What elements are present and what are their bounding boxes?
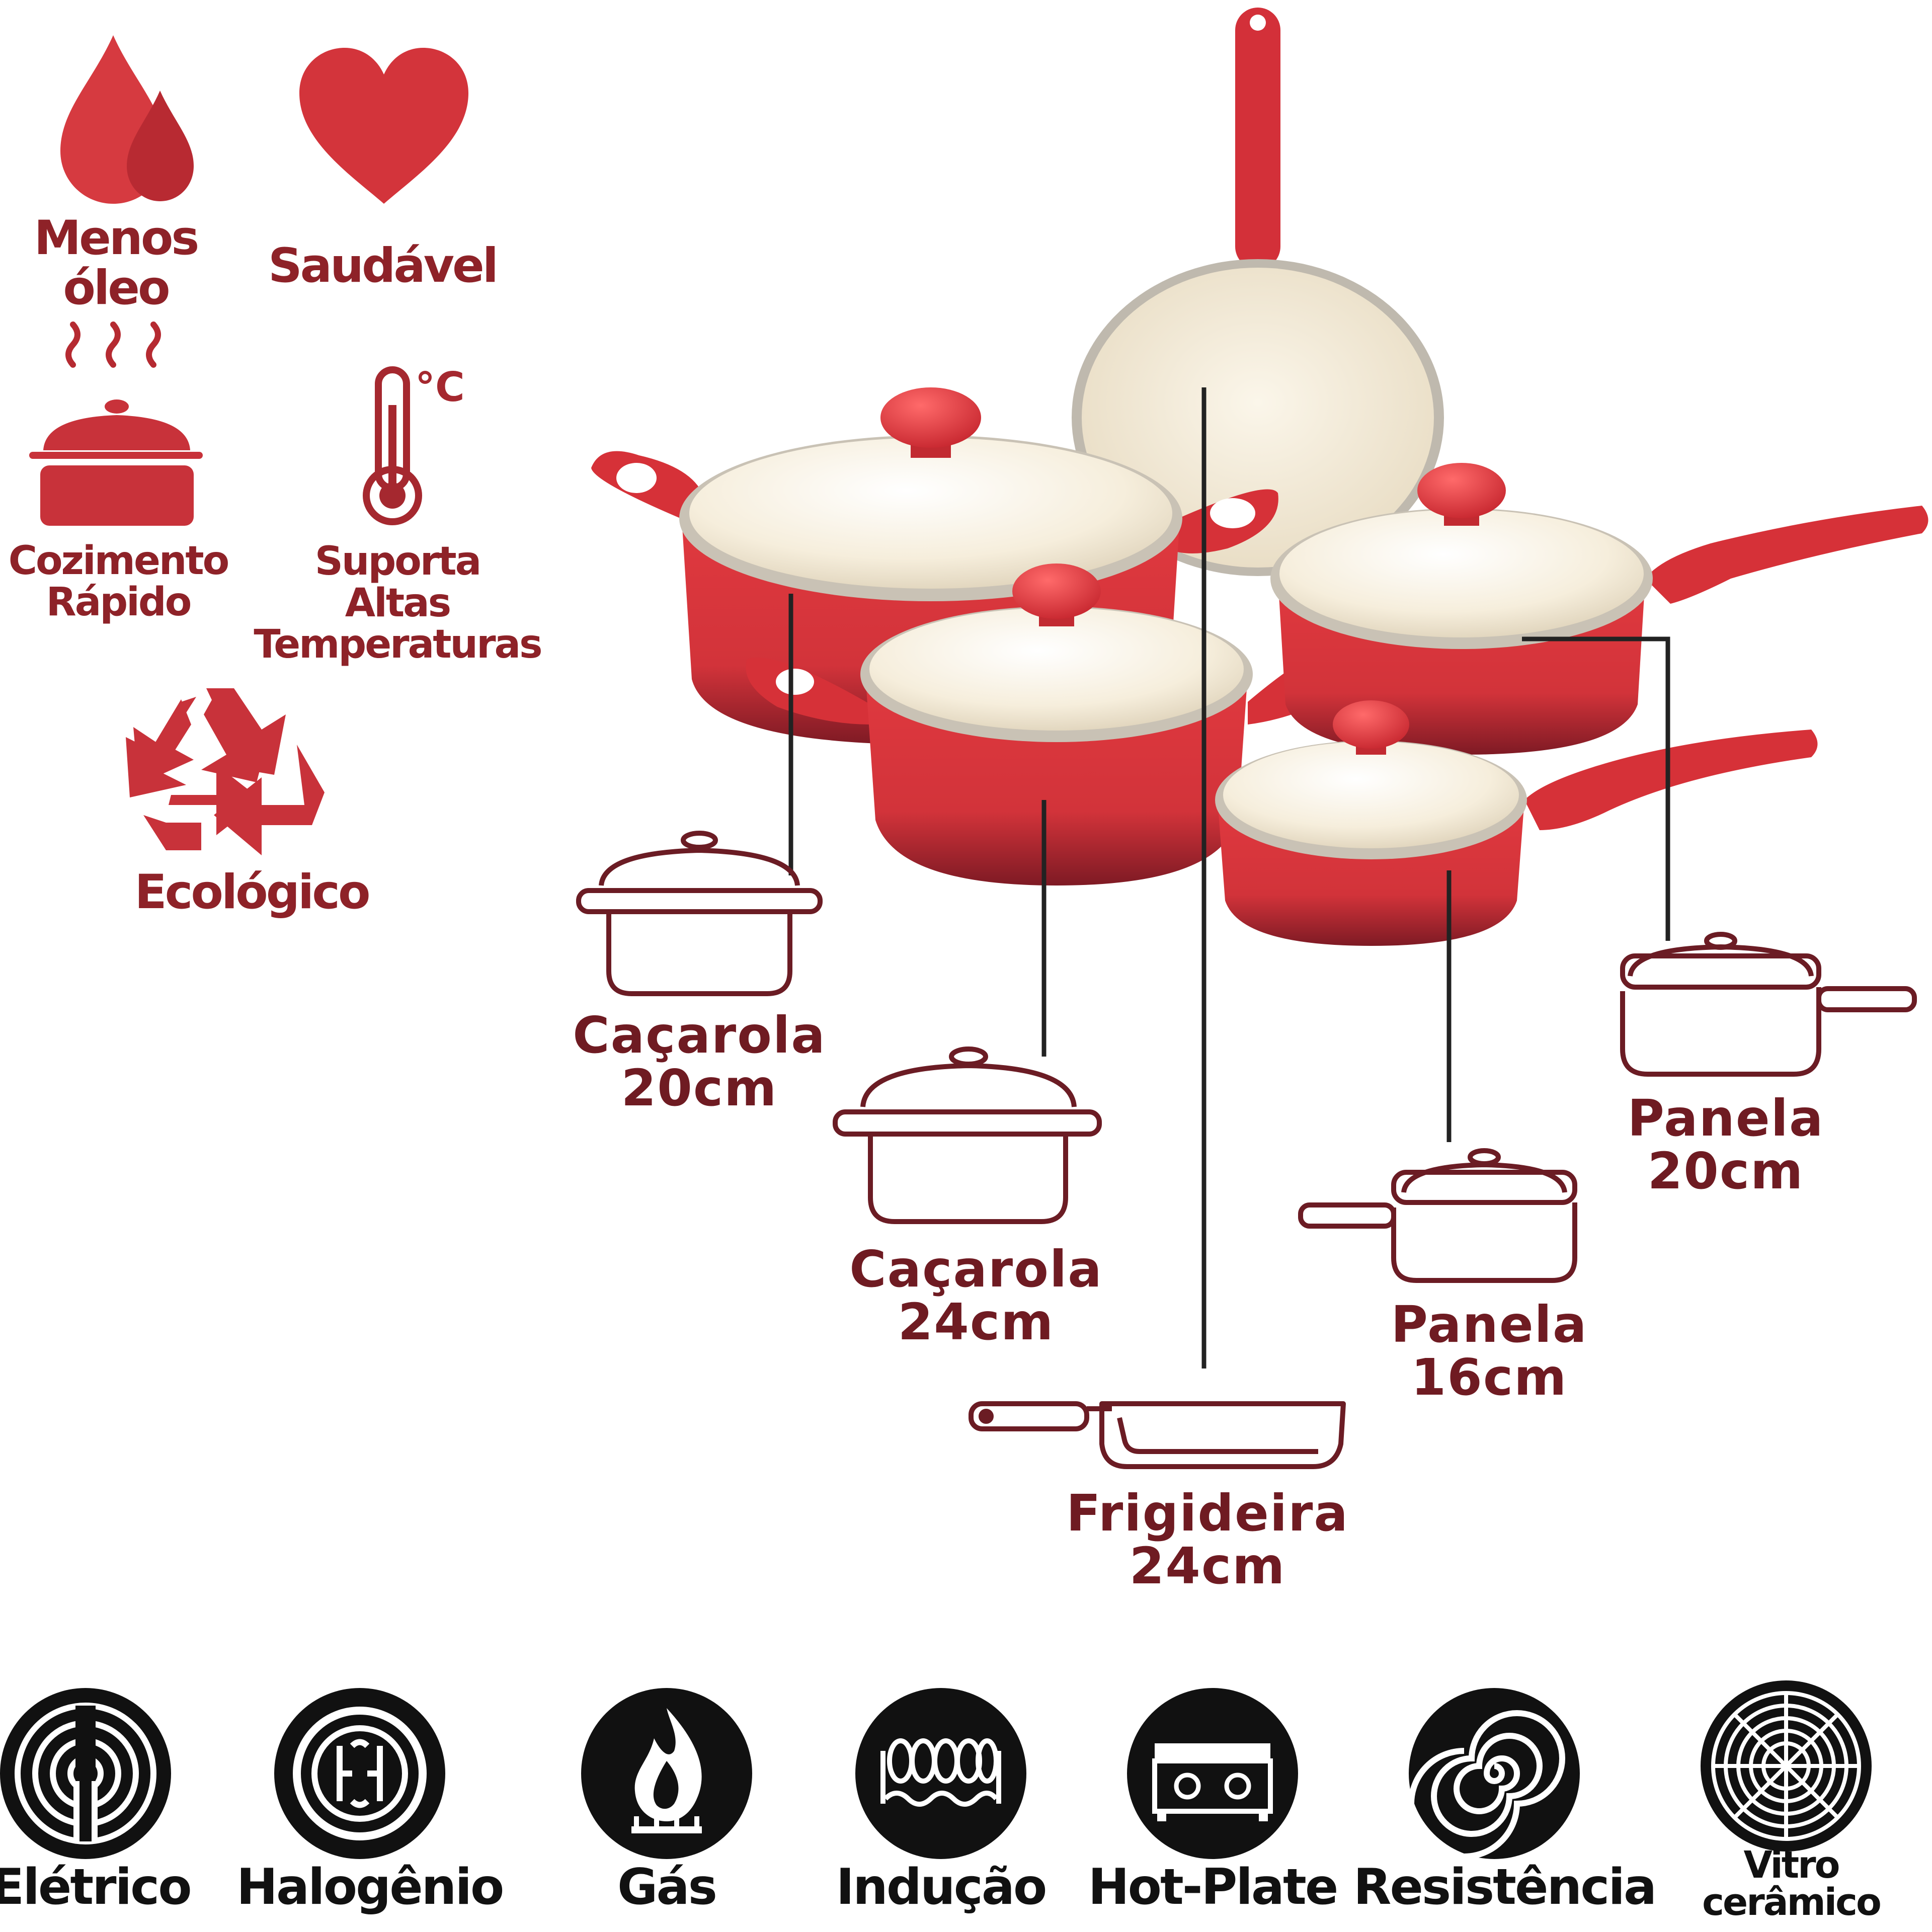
feature-label-less-oil: Menos óleo: [34, 211, 200, 315]
stove-label-gas: Gás: [617, 1859, 717, 1916]
feature-label-high-temp: Suporta Altas Temperaturas: [254, 539, 542, 668]
recycle-icon-detail: [126, 688, 325, 855]
cookware-label-panela-16: Panela 16cm: [1391, 1295, 1588, 1407]
stove-label-eletrico: Elétrico: [0, 1859, 192, 1916]
thermometer-icon: [363, 366, 422, 525]
spiral-resistance-icon: [1408, 1688, 1580, 1860]
saucepan-outline-icon: [1620, 932, 1917, 1077]
stove-label-inducao: Indução: [836, 1859, 1048, 1916]
feature-label-fast-cook: Cozimento Rápido: [8, 538, 230, 625]
steaming-pot-icon: [29, 321, 203, 526]
feature-label-healthy: Saudável: [268, 238, 499, 293]
cookware-label-cacarola-24: Caçarola 24cm: [849, 1240, 1103, 1351]
gas-flame-icon: [581, 1688, 752, 1859]
electric-burner-icon: [0, 1688, 171, 1859]
casserole-outline-icon: [576, 831, 823, 996]
induction-coil-icon: [855, 1688, 1026, 1859]
leader-lines: [788, 387, 1670, 1369]
halogen-burner-icon: [274, 1688, 445, 1859]
cookware-label-frigideira-24: Frigideira 24cm: [1066, 1484, 1349, 1595]
thermometer-unit: °C: [415, 364, 465, 411]
cookware-label-cacarola-20: Caçarola 20cm: [573, 1006, 826, 1117]
saucepan-outline-icon: [1298, 1148, 1577, 1283]
heart-icon: [299, 48, 468, 204]
vitroceramic-icon: [1701, 1680, 1872, 1852]
stove-label-vitro: Vitro cerâmico: [1702, 1843, 1882, 1924]
feature-label-eco: Ecológico: [134, 865, 370, 920]
drops-icon: [60, 35, 194, 204]
stove-label-halogenio: Halogênio: [236, 1859, 504, 1916]
casserole-outline-icon: [833, 1046, 1102, 1224]
saucepan-16: [1215, 700, 1818, 946]
frying-pan-outline-icon: [969, 1401, 1346, 1469]
hot-plate-icon: [1127, 1688, 1298, 1859]
stove-label-resistencia: Resistência: [1353, 1859, 1657, 1916]
stove-label-hotplate: Hot-Plate: [1088, 1859, 1339, 1916]
casserole-medium: [746, 564, 1362, 886]
cookware-label-panela-20: Panela 20cm: [1627, 1089, 1824, 1200]
